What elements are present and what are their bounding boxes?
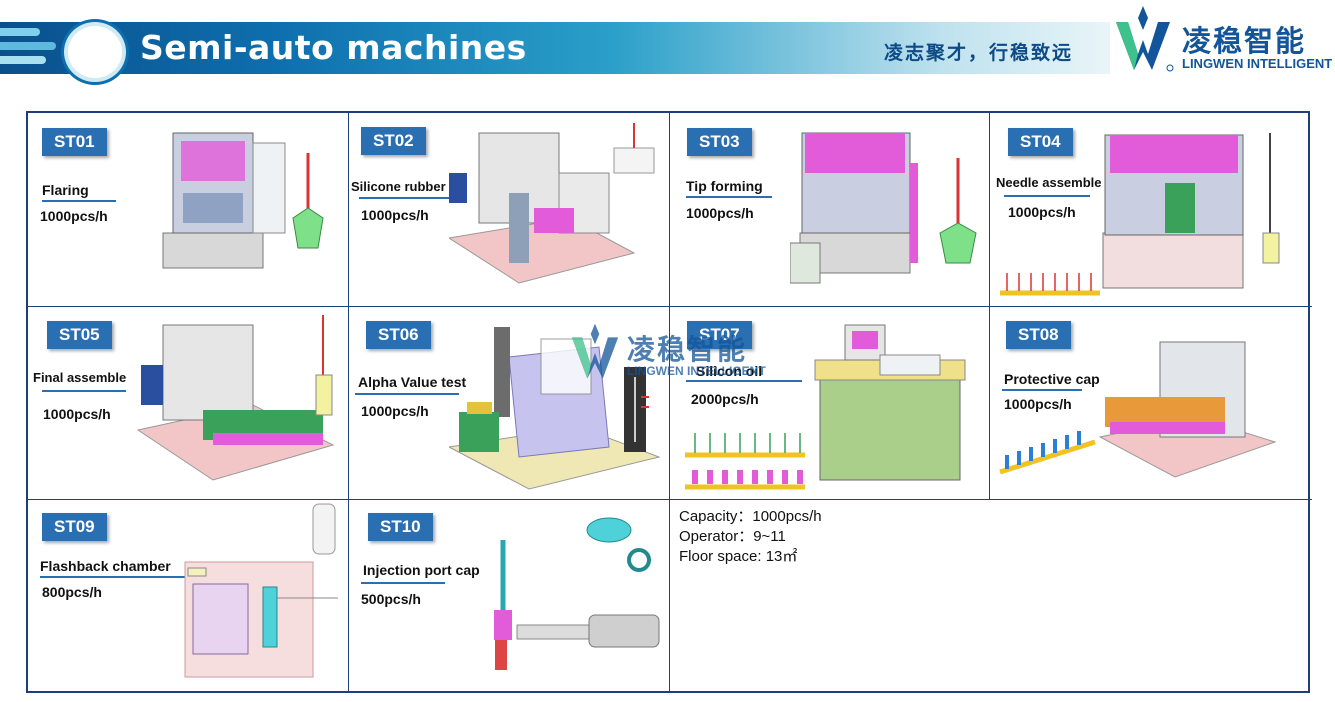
page-title: Semi-auto machines bbox=[140, 28, 527, 67]
watermark-chinese: 凌稳智能 bbox=[627, 333, 748, 366]
station-name: Alpha Value test bbox=[358, 374, 467, 390]
station-rate: 1000pcs/h bbox=[1008, 204, 1076, 220]
station-cell-st08: ST08 Protective cap 1000pcs/h bbox=[990, 307, 1312, 500]
station-cell-st09: ST09 Flashback chamber 800pcs/h bbox=[28, 500, 349, 693]
station-name: Injection port cap bbox=[363, 562, 480, 578]
station-cell-st05: ST05 Final assemble 1000pcs/h bbox=[28, 307, 349, 500]
station-cell-st10: ST10 Injection port cap 500pcs/h bbox=[349, 500, 670, 693]
logo-mark-icon bbox=[1116, 6, 1174, 72]
summary-operator: Operator：9~11 bbox=[679, 528, 786, 545]
station-badge: ST08 bbox=[1006, 321, 1071, 349]
needle-assemble-machine-illustration bbox=[1000, 133, 1280, 296]
station-rate: 1000pcs/h bbox=[361, 207, 429, 223]
station-cell-st04: ST04 Needle assemble 1000pcs/h bbox=[990, 113, 1312, 307]
station-name: Tip forming bbox=[686, 178, 763, 194]
station-rate: 800pcs/h bbox=[42, 584, 102, 600]
station-cell-st07: ST07 Silicon oil 2000pcs/h bbox=[670, 307, 990, 500]
station-rate: 500pcs/h bbox=[361, 591, 421, 607]
station-name: Silicone rubber bbox=[351, 179, 446, 194]
station-name: Silicon oil bbox=[696, 363, 763, 379]
company-logo: 凌稳智能 LINGWEN INTELLIGENT bbox=[1108, 4, 1335, 74]
station-name: Flashback chamber bbox=[40, 558, 171, 574]
station-name: Flaring bbox=[42, 182, 89, 198]
station-name: Protective cap bbox=[1004, 371, 1100, 387]
station-rate: 2000pcs/h bbox=[691, 391, 759, 407]
silicone-rubber-machine-illustration bbox=[449, 123, 655, 284]
header: Semi-auto machines 凌志聚才，行稳致远 凌稳智能 LINGWE… bbox=[0, 0, 1335, 90]
station-badge: ST06 bbox=[366, 321, 431, 349]
station-rate: 1000pcs/h bbox=[361, 403, 429, 419]
station-rate: 1000pcs/h bbox=[43, 406, 111, 422]
banner-circle bbox=[64, 22, 126, 82]
tip-forming-machine-illustration bbox=[790, 132, 977, 284]
protective-cap-machine-illustration bbox=[999, 341, 1277, 478]
station-badge: ST01 bbox=[42, 128, 107, 156]
summary-capacity: Capacity：1000pcs/h bbox=[679, 508, 822, 525]
station-badge: ST03 bbox=[687, 128, 752, 156]
logo-english-name: LINGWEN INTELLIGENT bbox=[1182, 56, 1333, 71]
banner-stripes bbox=[0, 22, 60, 74]
slogan: 凌志聚才，行稳致远 bbox=[884, 42, 1074, 64]
summary-floor-space: Floor space: 13㎡ bbox=[679, 548, 798, 565]
station-cell-st03: ST03 Tip forming 1000pcs/h bbox=[670, 113, 990, 307]
injection-port-cap-machine-illustration bbox=[494, 517, 660, 670]
station-badge: ST10 bbox=[368, 513, 433, 541]
watermark-english: LINGWEN INTELLIGENT bbox=[627, 364, 766, 378]
flashback-chamber-machine-illustration bbox=[184, 503, 338, 678]
station-cell-st01: ST01 Flaring 1000pcs/h bbox=[28, 113, 349, 307]
station-cell-st02: ST02 Silicone rubber 1000pcs/h bbox=[349, 113, 670, 307]
flaring-machine-illustration bbox=[162, 132, 324, 269]
station-grid: ST01 Flaring 1000pcs/h ST02 Silicone rub… bbox=[26, 111, 1312, 693]
station-rate: 1000pcs/h bbox=[1004, 396, 1072, 412]
silicon-oil-machine-illustration bbox=[685, 324, 966, 490]
summary-cell: Capacity：1000pcs/h Operator：9~11 Floor s… bbox=[670, 500, 1312, 693]
station-badge: ST04 bbox=[1008, 128, 1073, 156]
watermark-mark-icon bbox=[571, 323, 619, 379]
station-name: Final assemble bbox=[33, 370, 127, 385]
station-rate: 1000pcs/h bbox=[40, 208, 108, 224]
station-name: Needle assemble bbox=[996, 175, 1102, 190]
station-badge: ST09 bbox=[42, 513, 107, 541]
logo-chinese-name: 凌稳智能 bbox=[1182, 24, 1307, 58]
station-rate: 1000pcs/h bbox=[686, 205, 754, 221]
station-badge: ST02 bbox=[361, 127, 426, 155]
station-badge: ST07 bbox=[687, 321, 752, 349]
title-banner bbox=[0, 22, 1110, 74]
final-assemble-machine-illustration bbox=[136, 315, 335, 481]
watermark-logo: 凌稳智能 LINGWEN INTELLIGENT bbox=[565, 320, 785, 384]
station-badge: ST05 bbox=[47, 321, 112, 349]
